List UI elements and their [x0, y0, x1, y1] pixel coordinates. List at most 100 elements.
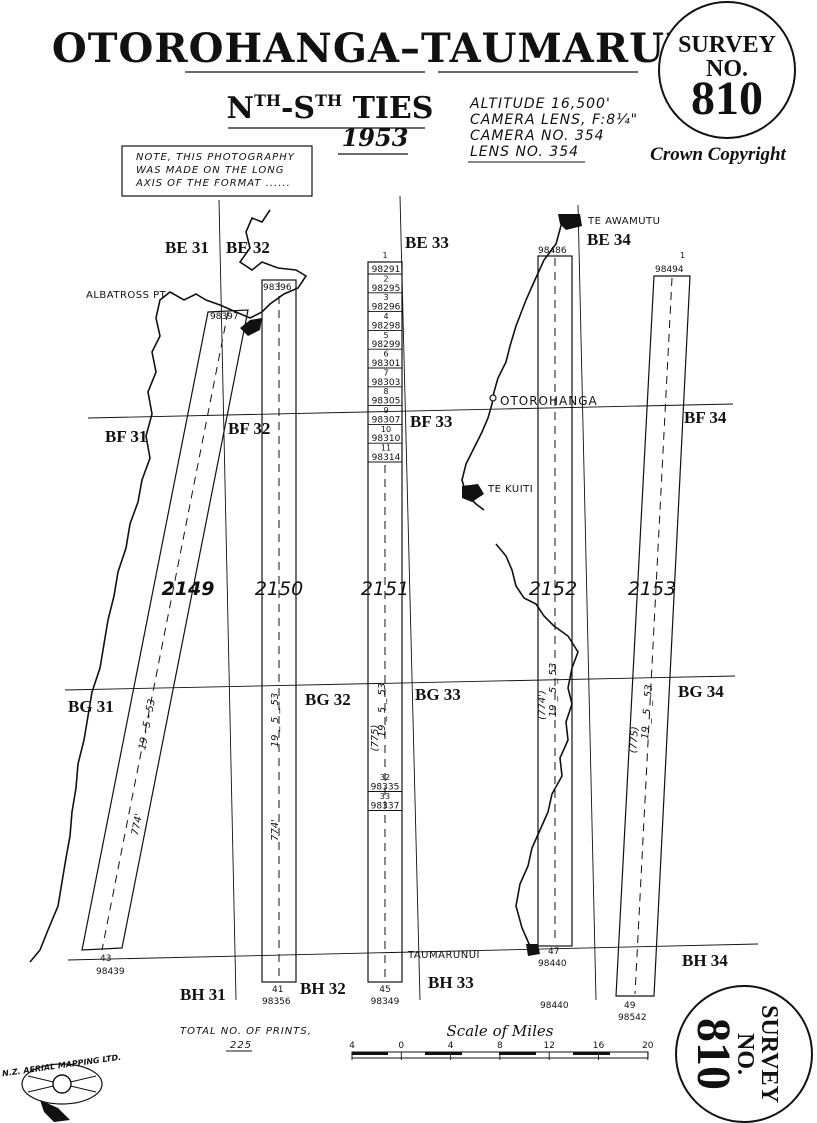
- grid-label-bh31: BH 31: [180, 985, 226, 1004]
- run-2151-number: 2151: [361, 578, 409, 600]
- grid-label-be34: BE 34: [587, 230, 631, 249]
- total-prints-label: TOTAL NO. OF PRINTS,: [180, 1026, 312, 1037]
- run-2152-below-print: 98440: [540, 1001, 569, 1011]
- subtitle-sep: -S: [281, 91, 315, 126]
- run-2153-date: 19 _ 5 _ 53: [640, 684, 655, 739]
- place-te-kuiti: TE KUITI: [487, 484, 533, 495]
- te-awamutu-town: [558, 214, 582, 230]
- run-2152-number: 2152: [529, 578, 577, 600]
- seal-top-number: 810: [691, 72, 763, 125]
- place-names: ALBATROSS PT TE AWAMUTU OTOROHANGA TE KU…: [86, 216, 660, 961]
- run-2153-start-print: 98494: [655, 265, 684, 275]
- run-2150-height: 774': [270, 819, 281, 841]
- run-2152-height: (774'): [537, 690, 548, 720]
- run-2149-end-print: 98439: [96, 967, 125, 977]
- run-2151-end-print: 98349: [371, 997, 400, 1007]
- run-2151-end-count: 45: [379, 985, 390, 995]
- run-2149: 98397 2149 19 - 5 - 53 774' 43 98439: [81, 309, 249, 977]
- survey-seal-bottom: SURVEY NO. 810: [675, 985, 813, 1123]
- grid-labels: BE 31 BE 32 BE 33 BE 34 BF 31 BF 32 BF 3…: [68, 230, 728, 1004]
- run-2150-end-count: 41: [272, 985, 283, 995]
- spec-camera-lens: CAMERA LENS, F:8¼": [470, 112, 638, 128]
- scale-tick-0: 4: [349, 1041, 355, 1051]
- grid-label-bf32: BF 32: [228, 419, 270, 438]
- spec-lens-no: LENS NO. 354: [470, 144, 579, 160]
- run-2153-number: 2153: [628, 578, 676, 600]
- run-2151-count: 5: [383, 331, 388, 340]
- scale-tick-2: 4: [448, 1041, 454, 1051]
- place-otorohanga: OTOROHANGA: [500, 394, 598, 408]
- scale-tick-6: 20: [642, 1041, 654, 1051]
- river-line-2: [495, 543, 579, 947]
- run-2149-height: 774': [130, 813, 145, 837]
- run-2151: 1 98291298295398296498298598299698301798…: [361, 251, 409, 1007]
- scale-tick-4: 12: [543, 1041, 554, 1051]
- run-2149-end-count: 43: [100, 954, 111, 964]
- grid-label-be31: BE 31: [165, 238, 209, 257]
- grid-label-bf31: BF 31: [105, 427, 147, 446]
- run-2149-number: 2149: [162, 578, 215, 600]
- spec-altitude: ALTITUDE 16,500': [469, 96, 611, 112]
- run-2151-top-count: 1: [382, 251, 387, 260]
- run-2149-start-print: 98397: [210, 312, 239, 322]
- run-2150: 98396 2150 19 _ 5 _ 53 774' 41 98356: [255, 279, 303, 1007]
- note-line-1: NOTE, THIS PHOTOGRAPHY: [136, 152, 295, 163]
- run-2151-extra-count: 33: [380, 792, 390, 801]
- run-2153-start-count: 1: [680, 251, 685, 260]
- grid-label-bf33: BF 33: [410, 412, 452, 431]
- run-2151-count: 9: [383, 406, 388, 415]
- run-2151-height: (775): [370, 725, 381, 752]
- map-subtitle: NTH-STH TIES 1953: [227, 91, 434, 155]
- scale-tick-3: 8: [497, 1041, 503, 1051]
- run-2151-count: 3: [383, 293, 388, 302]
- grid-label-bg34: BG 34: [678, 682, 724, 701]
- run-2152-date: 19 _ 5 _ 53: [548, 663, 559, 718]
- run-2150-number: 2150: [255, 578, 303, 600]
- spec-camera-no: CAMERA NO. 354: [470, 128, 605, 144]
- svg-text:OTOROHANGA–TAUMARUNUI: OTOROHANGA–TAUMARUNUI: [52, 25, 758, 72]
- run-2151-count: 10: [381, 425, 391, 434]
- run-2151-extra-print: 98335: [371, 783, 400, 793]
- run-2151-print: 98314: [372, 453, 401, 463]
- scale-title: Scale of Miles: [447, 1022, 554, 1040]
- grid-label-bf34: BF 34: [684, 408, 727, 427]
- run-2152-start-print: 98486: [538, 246, 567, 256]
- place-te-awamutu: TE AWAMUTU: [587, 216, 660, 227]
- run-2151-print: 98295: [372, 284, 401, 294]
- run-2151-print: 98291: [372, 265, 401, 275]
- run-2150-date: 19 _ 5 _ 53: [270, 693, 281, 748]
- run-2153-end-print: 98542: [618, 1013, 647, 1023]
- run-2150-start-print: 98396: [263, 283, 292, 293]
- grid-label-bg33: BG 33: [415, 685, 461, 704]
- grid-label-bh33: BH 33: [428, 973, 474, 992]
- subtitle-ties: TIES: [342, 91, 433, 126]
- place-taumarunui: TAUMARUNUI: [407, 950, 480, 961]
- seal-bottom-line2: NO.: [732, 1033, 758, 1075]
- grid-label-be33: BE 33: [405, 233, 449, 252]
- note-line-3: AXIS OF THE FORMAT ......: [135, 178, 291, 189]
- survey-seal-top: SURVEY NO. 810: [658, 1, 796, 139]
- total-prints-value: 225: [230, 1040, 252, 1051]
- run-2153-height: (775): [628, 726, 641, 754]
- coastline: [29, 209, 308, 963]
- river-line: [461, 221, 563, 511]
- run-2151-extra-print: 98337: [371, 802, 400, 812]
- nz-aerial-mapping-logo: N.Z. AERIAL MAPPING LTD.: [2, 1053, 122, 1122]
- run-2151-count: 8: [383, 387, 388, 396]
- run-2152-end-count: 47: [548, 947, 559, 957]
- run-2151-extra-count: 32: [380, 773, 390, 782]
- scale-tick-1: 0: [398, 1041, 404, 1051]
- seal-top-line2: NO.: [706, 56, 748, 82]
- run-2151-print: 98310: [372, 434, 401, 444]
- run-2151-date: 19 _ 5 _ 53: [377, 683, 388, 738]
- run-2151-print: 98301: [372, 359, 401, 369]
- te-kuiti-town: [462, 484, 484, 502]
- camera-specs: ALTITUDE 16,500' CAMERA LENS, F:8¼" CAME…: [468, 96, 638, 163]
- title-dash: –: [400, 25, 421, 72]
- grid-label-bg32: BG 32: [305, 690, 351, 709]
- svg-text:NTH-STH TIES: NTH-STH TIES: [227, 91, 434, 126]
- seal-top-line1: SURVEY: [678, 32, 776, 58]
- seal-bottom-number: 810: [687, 1018, 740, 1090]
